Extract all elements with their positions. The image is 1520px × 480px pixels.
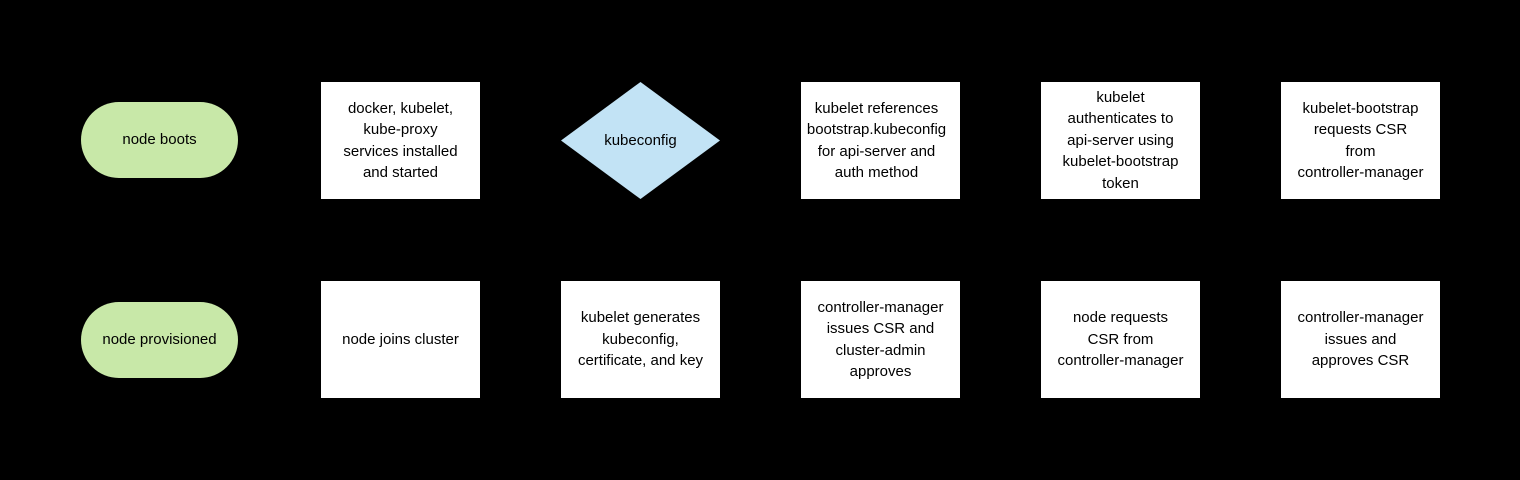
flow-node-kubelet-references-bootstrap[interactable]: kubelet references bootstrap.kubeconfig …: [801, 82, 960, 199]
flow-node-node-provisioned[interactable]: node provisioned: [81, 302, 238, 378]
flow-node-label: node boots: [122, 131, 197, 149]
flow-node-label: kubeconfig: [604, 131, 677, 149]
flow-node-label: docker, kubelet, kube-proxy services ins…: [343, 99, 458, 182]
flow-node-node-joins-cluster[interactable]: node joins cluster: [321, 281, 480, 398]
flow-node-controller-manager-issues-csr[interactable]: controller-manager issues CSR and cluste…: [801, 281, 960, 398]
flow-node-label: kubelet authenticates to api-server usin…: [1062, 88, 1179, 192]
flow-node-kubelet-authenticates[interactable]: kubelet authenticates to api-server usin…: [1041, 82, 1200, 199]
flow-node-label: node joins cluster: [342, 330, 459, 348]
flow-node-bootstrap-requests-csr[interactable]: kubelet-bootstrap requests CSR from cont…: [1281, 82, 1440, 199]
flow-node-label: node provisioned: [102, 331, 217, 349]
flow-node-controller-manager-approves[interactable]: controller-manager issues and approves C…: [1281, 281, 1440, 398]
flow-node-label: node requests CSR from controller-manage…: [1057, 309, 1184, 370]
flow-node-node-boots[interactable]: node boots: [81, 102, 238, 178]
flow-node-services-installed[interactable]: docker, kubelet, kube-proxy services ins…: [321, 82, 480, 199]
flow-node-node-requests-csr[interactable]: node requests CSR from controller-manage…: [1041, 281, 1200, 398]
diamond-shape-icon: [561, 82, 720, 199]
flow-node-label: controller-manager issues CSR and cluste…: [817, 298, 944, 381]
flow-node-label: kubelet-bootstrap requests CSR from cont…: [1297, 99, 1424, 182]
flow-node-label: kubelet generates kubeconfig, certificat…: [577, 309, 704, 370]
flow-node-kubeconfig[interactable]: kubeconfig: [561, 82, 720, 199]
flow-node-kubelet-generates[interactable]: kubelet generates kubeconfig, certificat…: [561, 281, 720, 398]
flow-node-label: kubelet references bootstrap.kubeconfig …: [806, 99, 947, 182]
flow-node-label: controller-manager issues and approves C…: [1297, 309, 1424, 370]
